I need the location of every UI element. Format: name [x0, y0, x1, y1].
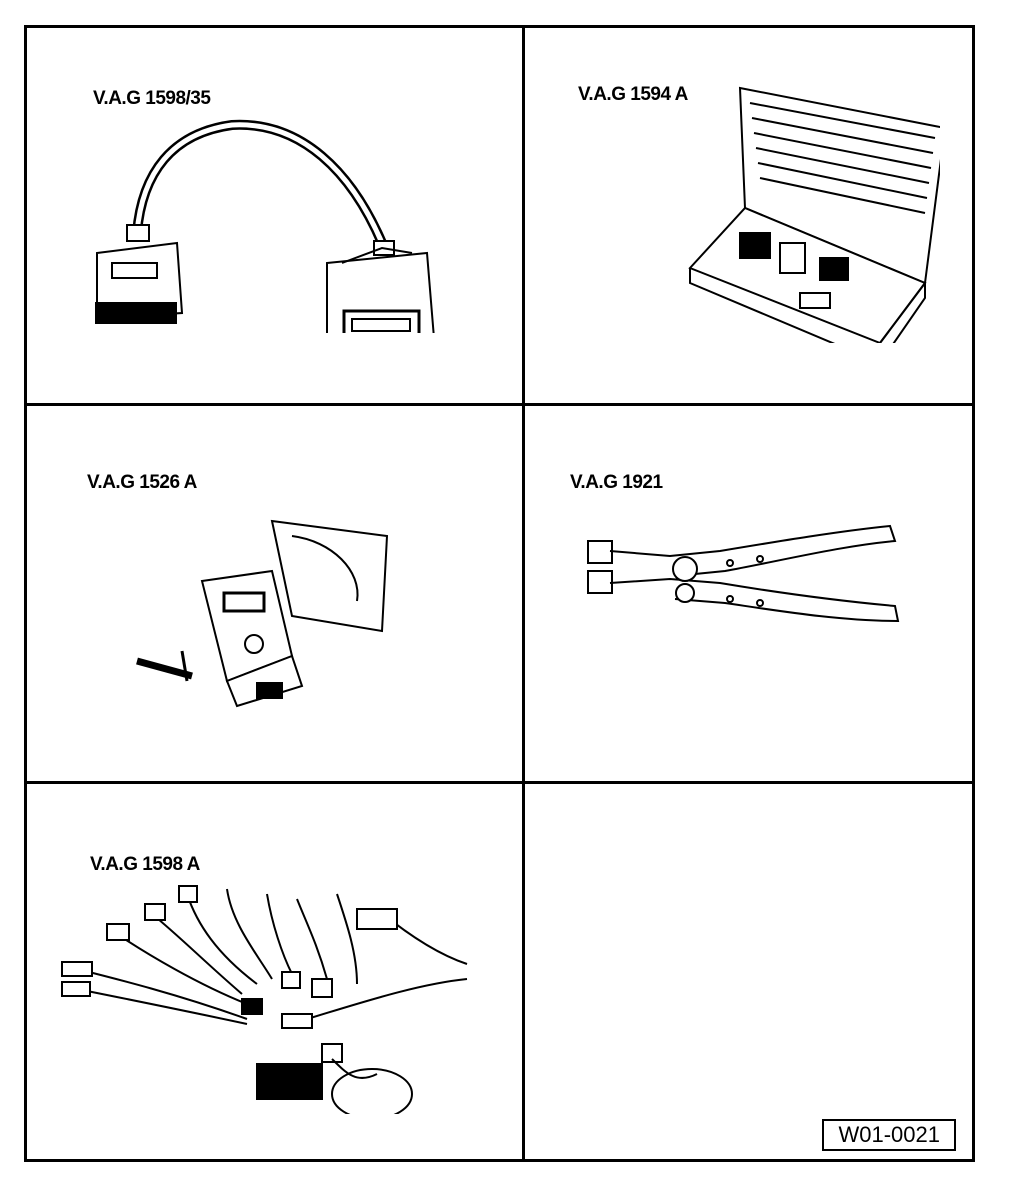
tool-label: V.A.G 1594 A — [578, 84, 688, 105]
grid-divider-horizontal — [27, 403, 972, 406]
tool-label: V.A.G 1526 A — [87, 472, 197, 493]
tool-label: V.A.G 1921 — [570, 472, 663, 493]
tool-cell: V.A.G 1594 A — [525, 28, 972, 403]
tool-label: V.A.G 1598/35 — [93, 88, 211, 109]
connector-test-case-icon — [660, 83, 940, 343]
tool-label: V.A.G 1598 A — [90, 854, 200, 875]
figure-reference-code: W01-0021 — [822, 1119, 956, 1151]
grid-divider-horizontal — [27, 781, 972, 784]
tool-cell: V.A.G 1526 A — [27, 406, 522, 781]
tool-cell: V.A.G 1598 A — [27, 784, 522, 1159]
grid-divider-vertical — [522, 28, 525, 1159]
tool-cell: V.A.G 1921 — [525, 406, 972, 781]
hose-clip-pliers-icon — [580, 521, 910, 631]
tool-cell: V.A.G 1598/35 — [27, 28, 522, 403]
multimeter-kit-icon — [132, 511, 402, 711]
tool-cell-empty: W01-0021 — [525, 784, 972, 1159]
adapter-cable-set-icon — [57, 884, 477, 1114]
tool-grid: V.A.G 1598/35 V.A.G 1594 A — [24, 25, 975, 1162]
obd-adapter-cable-icon — [82, 113, 442, 333]
